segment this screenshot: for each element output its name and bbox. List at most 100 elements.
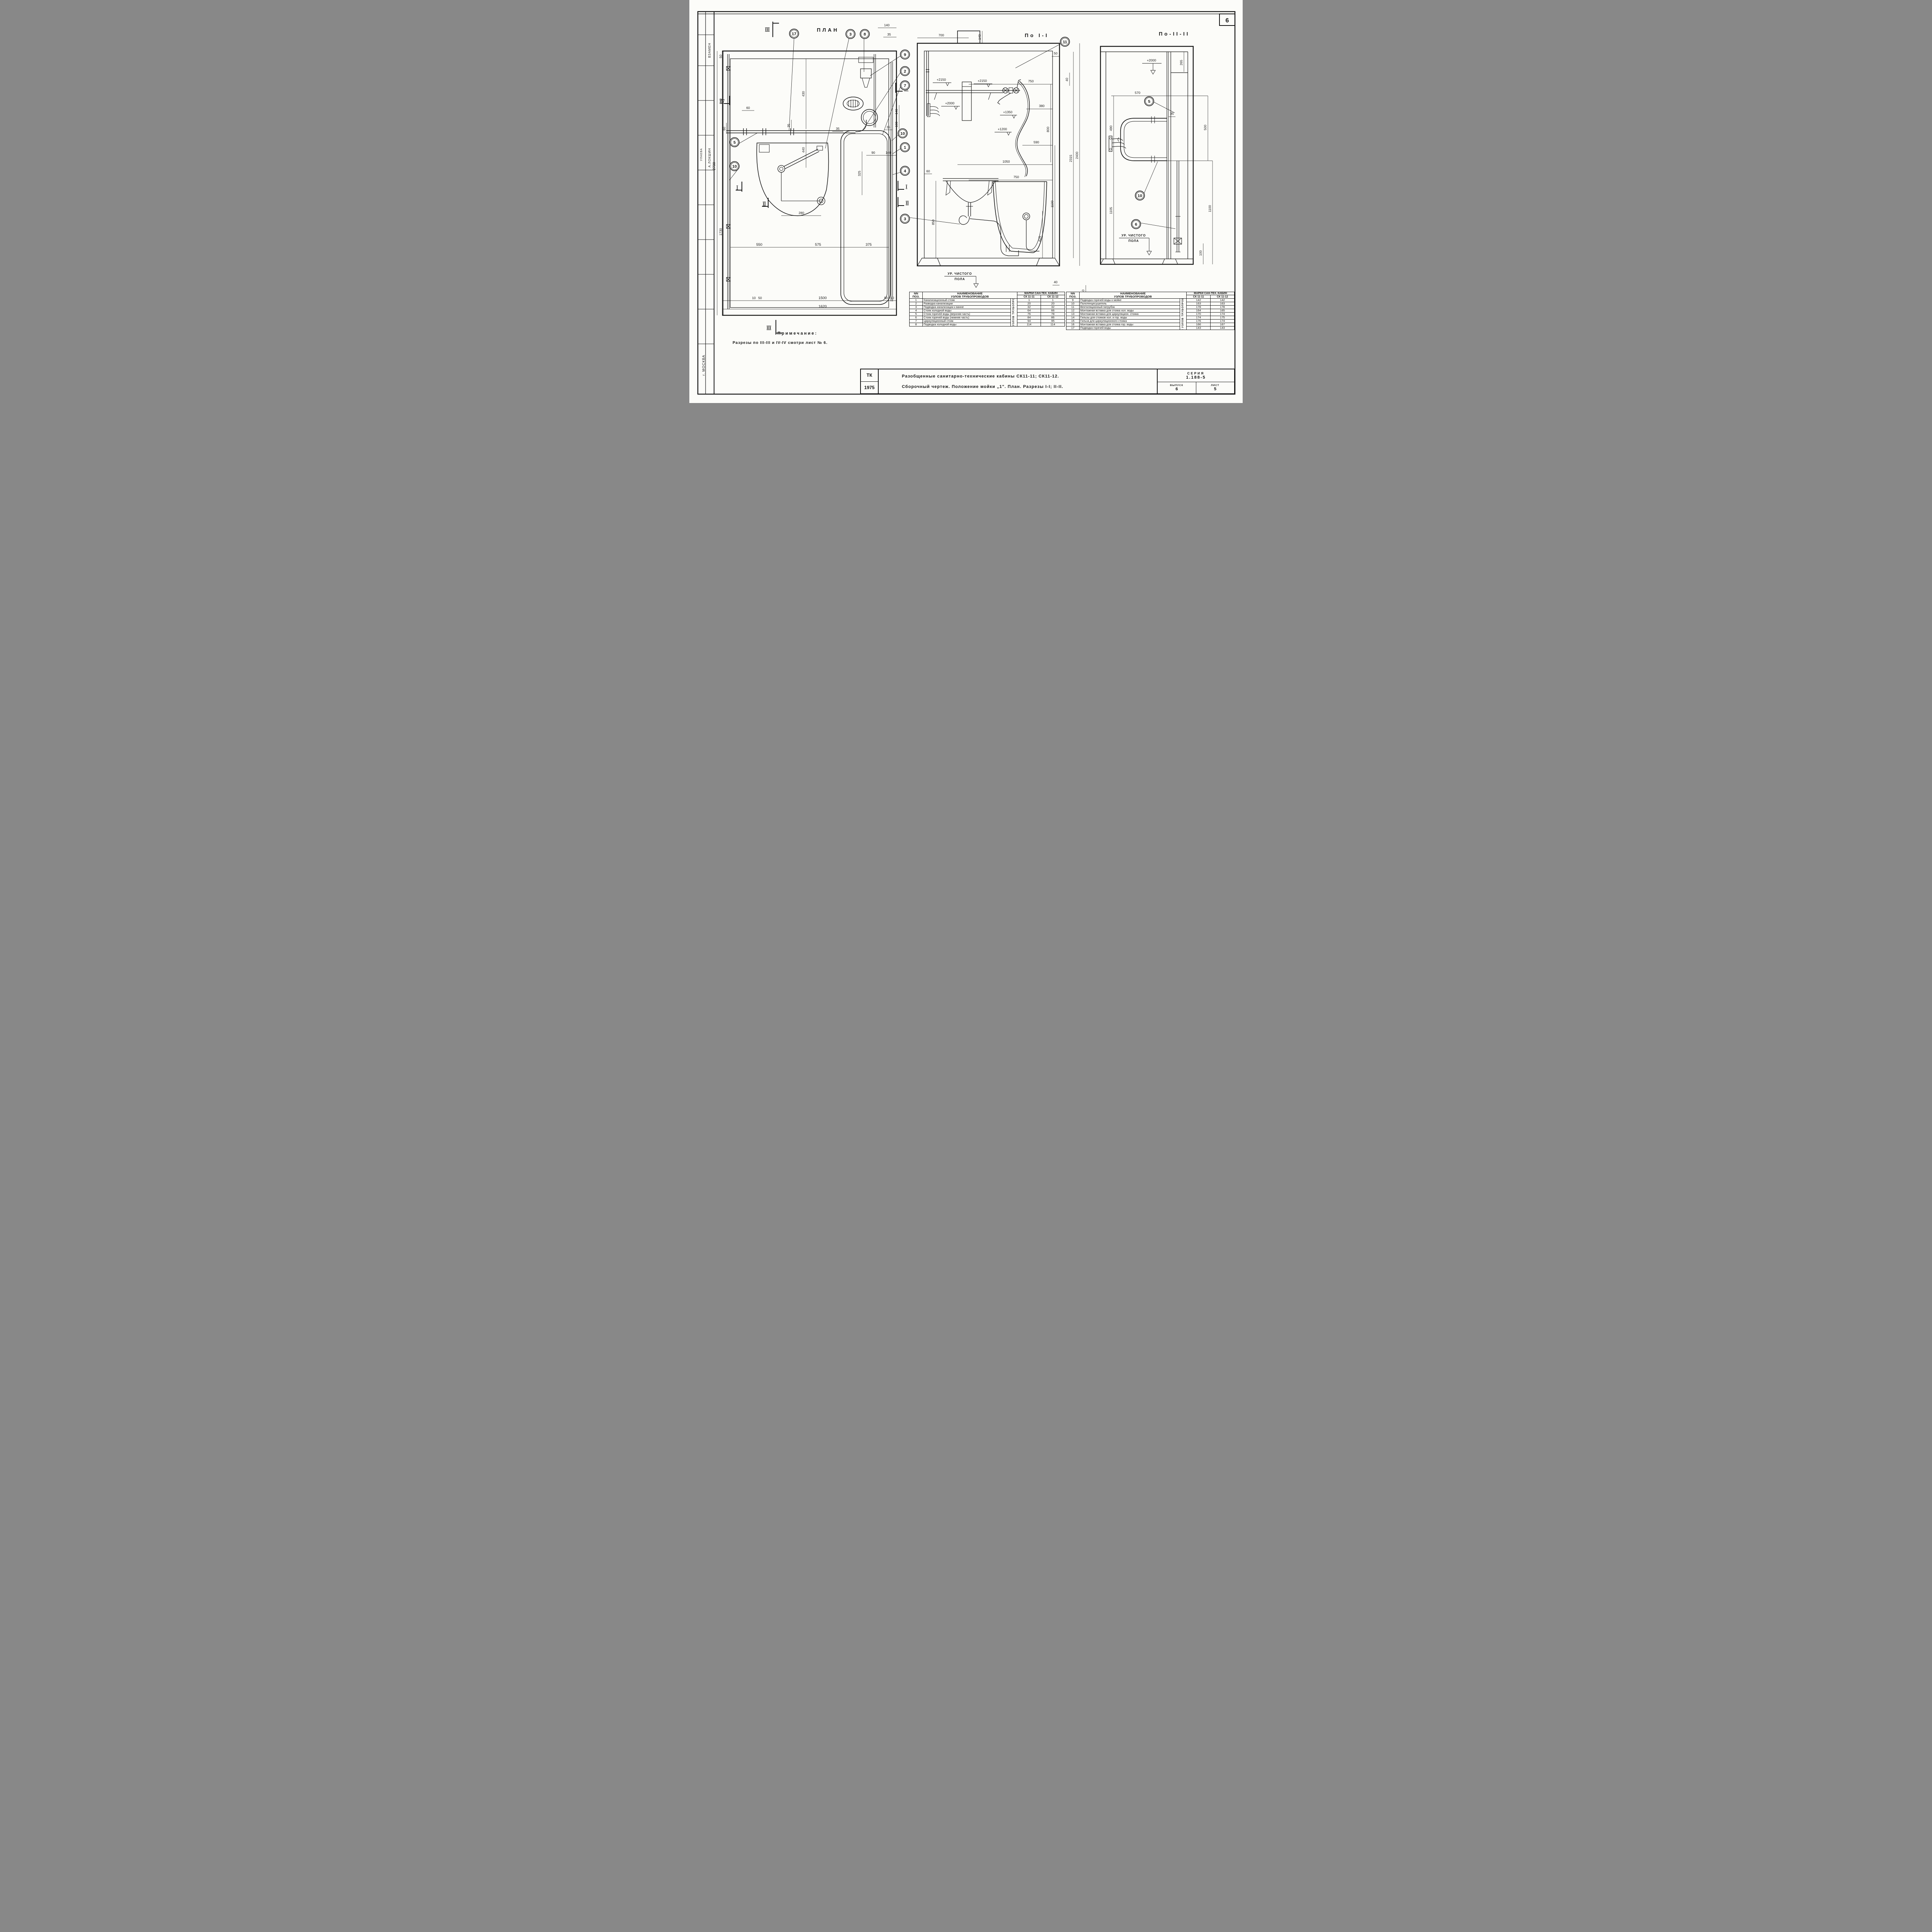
- dim-label: 100: [895, 122, 898, 127]
- dim-label: 380: [1039, 104, 1044, 108]
- floor-level-label: ПОЛА: [1128, 239, 1139, 243]
- dim-label: 35: [787, 124, 791, 128]
- dim-label: 700: [939, 33, 944, 37]
- dim-label: 50: [1054, 51, 1058, 55]
- col-header-marks: МАРКИ САН-ТЕХ. КАБИН: [1017, 291, 1065, 296]
- stamp-label: ВЗАМЕН: [708, 43, 711, 58]
- floor-mark-2: [1119, 238, 1152, 255]
- sheet-corner-number: 6: [1226, 17, 1229, 24]
- elevation-label: +2000: [1147, 58, 1156, 62]
- section-2-2-fixtures: [1109, 52, 1182, 259]
- dim-label: 430: [801, 91, 805, 97]
- plan-section-marks: [724, 22, 904, 335]
- dim-label: 140: [886, 151, 891, 155]
- callout-number: 4: [904, 169, 906, 173]
- callout-number: 10: [900, 131, 905, 136]
- section-2-2-title: По-II-II: [1159, 31, 1190, 37]
- note-text: Разрезы по III-III и IV-IV смотри лист №…: [733, 341, 828, 345]
- dim-label: 440: [801, 147, 805, 153]
- section-marker: IV: [720, 100, 725, 104]
- drawing-title-line2: Сборочный чертеж. Положение мойки „1". П…: [902, 384, 1063, 389]
- org-code: ТК: [861, 369, 878, 382]
- dim-label: 60: [926, 169, 930, 173]
- title-block: ТК 1975 Разобщенные санитарно-технически…: [860, 369, 1235, 394]
- dim-label: 10: [890, 296, 894, 300]
- section-marker: II: [906, 201, 909, 206]
- plan-walls: [722, 50, 897, 316]
- dim-label: 10: [752, 296, 756, 300]
- dim-label: 2730: [712, 162, 716, 170]
- dim-label: 50: [719, 54, 723, 58]
- dim-label: 40: [1065, 78, 1069, 82]
- section-marker: I: [906, 185, 907, 189]
- dim-label: 60: [746, 106, 750, 110]
- callout-number: 5: [1148, 99, 1150, 104]
- dim-label: 100: [1199, 250, 1202, 256]
- callout-number: 17: [792, 32, 796, 36]
- col-header-sk11-12: СК 11-12: [1210, 295, 1235, 299]
- section-marker: I: [736, 186, 738, 190]
- title-block-org: ТК 1975: [861, 369, 879, 393]
- section-2-2-walls: [1100, 46, 1194, 265]
- dim-label: 1100: [1208, 205, 1212, 213]
- dim-label: 2315: [1069, 155, 1073, 162]
- section-1-1-dim-lines: [917, 31, 1086, 318]
- sheet-cell: ЛИСТ 5: [1196, 382, 1235, 393]
- sheet-value: 5: [1214, 386, 1216, 391]
- callout-number: 3: [849, 32, 852, 37]
- sheet-frame: [697, 11, 1236, 395]
- dim-label: 50: [758, 296, 762, 300]
- dim-label: 625: [1038, 236, 1042, 242]
- callout-number: 10: [1138, 194, 1142, 198]
- plan-callouts: 17 3 8 9 2 7 10 1 4 5 10: [729, 29, 910, 180]
- callout-number: 3: [904, 217, 906, 221]
- elevation-marks: [933, 82, 1017, 136]
- title-block-text: Разобщенные санитарно-технические кабины…: [879, 369, 1157, 393]
- dim-label: 570: [1135, 91, 1140, 95]
- section-1-1-callouts: 11 3: [900, 37, 1070, 224]
- dim-label: 1100: [1050, 201, 1054, 208]
- plan-fixtures: [756, 57, 891, 305]
- dim-label: 35: [1170, 112, 1174, 116]
- dim-label: 40: [1054, 280, 1058, 284]
- note-heading: Примечание:: [777, 331, 818, 336]
- issue-label: ВЫПУСК: [1170, 384, 1184, 387]
- drawing-sheet: ВЗАМЕН УЛАЕВА А.ЛОКШИН г. МОСКВА 6 ПЛАН: [689, 0, 1243, 403]
- callout-number: 11: [1063, 40, 1067, 44]
- floor-level-label: УР. ЧИСТОГО: [1121, 234, 1146, 237]
- dim-label: 800: [1046, 127, 1050, 132]
- elevation-label: +2000: [945, 101, 954, 105]
- dim-label: 1500: [818, 296, 827, 300]
- dim-label: 1730: [719, 228, 723, 235]
- col-header-sk11-11: СК 11-11: [1186, 295, 1211, 299]
- dim-label: 140: [895, 109, 898, 114]
- callout-number: 5: [733, 140, 736, 145]
- elevation-label: +1200: [998, 127, 1007, 131]
- dim-label: 750: [1014, 175, 1019, 179]
- dim-label: 550: [756, 243, 762, 247]
- col-header-sk11-12: СК 11-12: [1041, 295, 1065, 299]
- dim-label: 590: [1034, 140, 1039, 144]
- plan-title: ПЛАН: [817, 27, 839, 33]
- elevation-label: +2150: [978, 79, 987, 83]
- plan-dim-lines: [717, 27, 900, 315]
- elevation-label: +2150: [937, 78, 946, 82]
- callout-number: 9: [904, 53, 906, 57]
- floor-level-label: ПОЛА: [954, 277, 965, 281]
